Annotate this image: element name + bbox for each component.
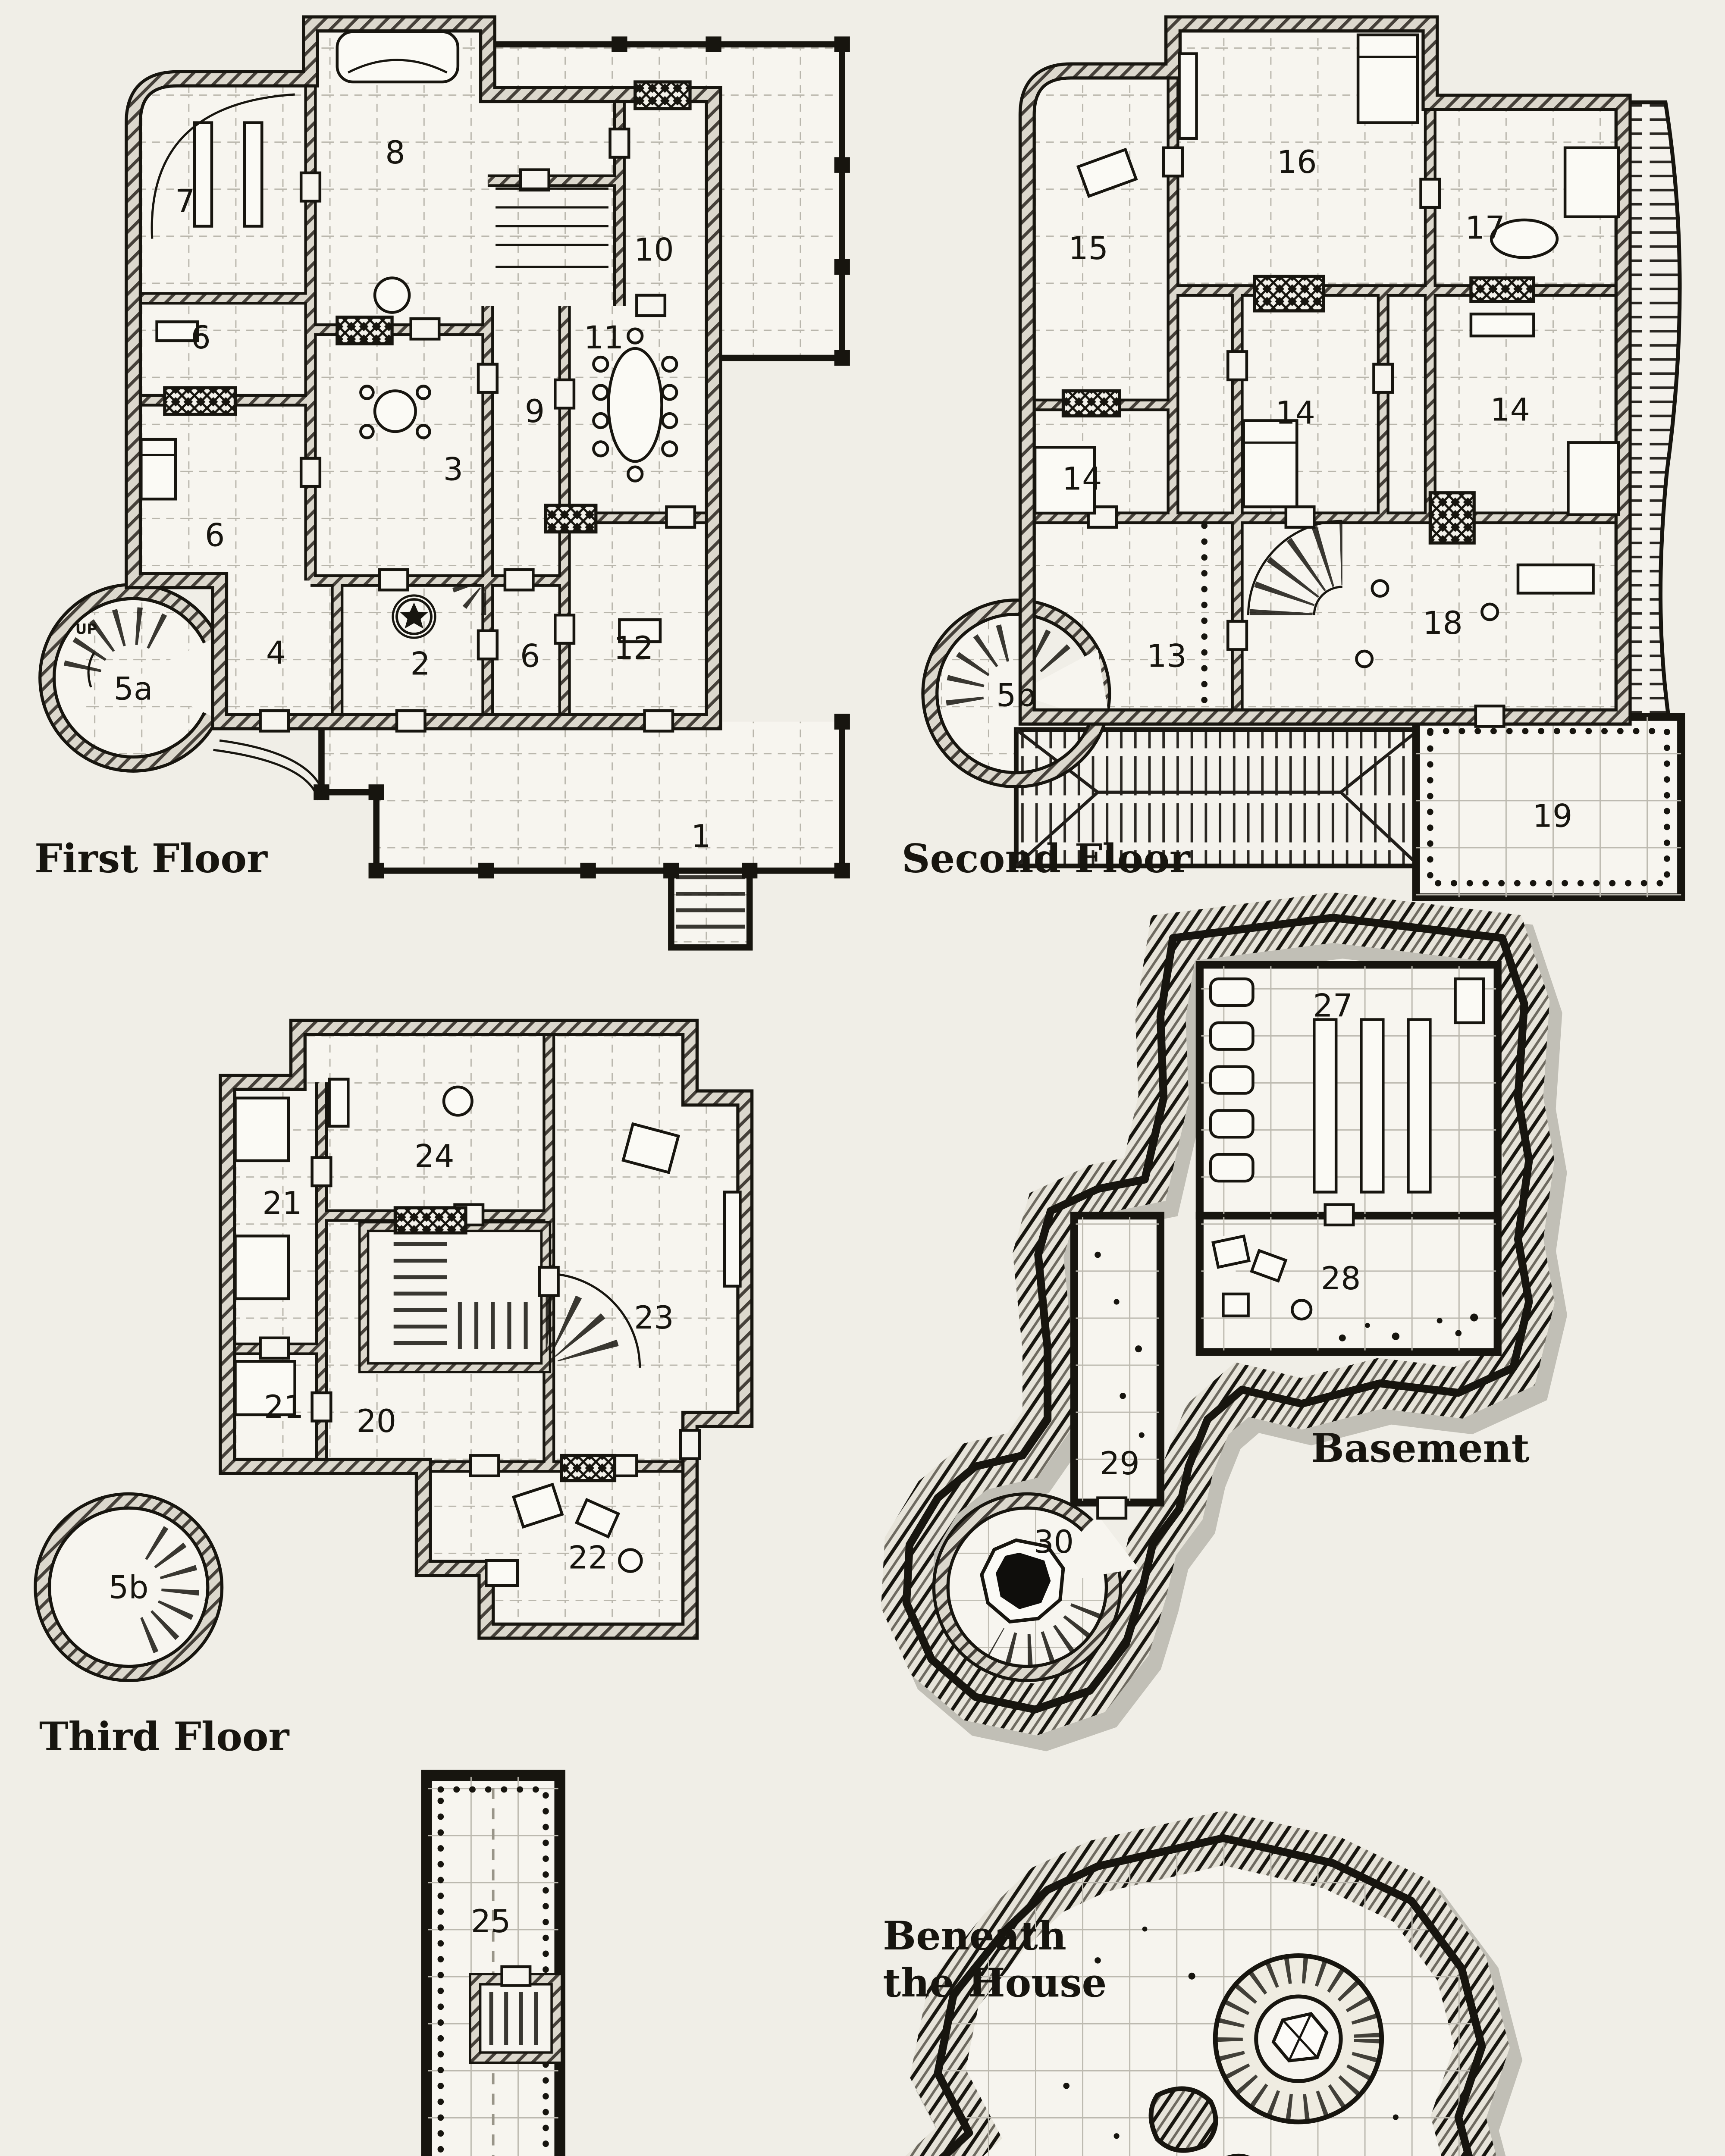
room-label-22: 22 — [568, 1539, 608, 1576]
room-label-30: 30 — [1034, 1524, 1074, 1561]
room-label-29: 29 — [1100, 1445, 1140, 1482]
first-floor-furniture — [140, 30, 678, 643]
room-label-18: 18 — [1423, 605, 1463, 642]
third-floor-title: Third Floor — [39, 1714, 290, 1760]
up-arrow — [87, 652, 95, 688]
tower-5b-third — [34, 1492, 224, 1682]
room-label-5b-third: 5b — [109, 1569, 148, 1606]
second-floor-title: Second Floor — [902, 836, 1191, 882]
room-label-6a: 6 — [191, 320, 210, 356]
room-label-2: 2 — [410, 646, 430, 683]
basement-doors — [1096, 1203, 1355, 1520]
rock-1 — [1148, 2086, 1218, 2153]
basement-rooms — [1070, 961, 1502, 1507]
widows-walk-plan: 25 Widow’s Walk — [421, 1770, 565, 2156]
tower-5b-stairs — [945, 623, 1078, 706]
room-label-3: 3 — [443, 451, 463, 488]
room-label-28: 28 — [1321, 1260, 1361, 1297]
tower-30-stairs — [988, 1603, 1101, 1666]
basement-furniture — [1209, 977, 1485, 1321]
second-floor-plan: 15 16 17 14 14 14 13 18 19 5b Second Flo… — [902, 0, 1685, 901]
roof-right-strip — [1621, 100, 1682, 719]
room-label-13: 13 — [1147, 638, 1187, 674]
room-label-4: 4 — [266, 635, 286, 671]
room-label-14-center: 14 — [1275, 395, 1315, 432]
room-label-10: 10 — [634, 232, 674, 269]
gallery-wall — [213, 739, 326, 801]
beneath-title-line1: Beneath — [883, 1913, 1066, 1959]
tower-5b-second — [921, 599, 1111, 789]
room-label-16: 16 — [1277, 144, 1317, 181]
third-floor-furniture — [234, 1078, 742, 1587]
room-label-20: 20 — [356, 1403, 396, 1440]
room-label-9: 9 — [525, 393, 545, 430]
room-label-17: 17 — [1465, 210, 1505, 247]
first-floor-doors — [259, 127, 696, 733]
tower-30 — [932, 1492, 1138, 1682]
porch-outline — [318, 41, 845, 951]
room-label-21-upper: 21 — [262, 1185, 302, 1222]
balcony-19 — [1412, 713, 1685, 901]
grand-staircase — [1201, 520, 1344, 717]
tower-5a — [38, 583, 229, 773]
room-label-6b: 6 — [205, 517, 225, 554]
first-floor-title: First Floor — [34, 836, 268, 882]
second-floor-furniture — [1033, 33, 1620, 668]
cave-features — [1063, 1926, 1399, 2156]
first-floor-fireplaces — [163, 80, 692, 534]
room-label-14-right: 14 — [1490, 392, 1531, 428]
room-label-12: 12 — [614, 630, 654, 667]
room-label-14-left: 14 — [1062, 461, 1102, 497]
room-label-24: 24 — [414, 1138, 455, 1175]
room-label-8: 8 — [385, 135, 405, 171]
third-floor-doors — [259, 1156, 701, 1477]
basement-plan: 27 28 29 30 Basement — [906, 918, 1538, 1722]
stair-hut — [469, 1965, 563, 2064]
room-label-19: 19 — [1533, 798, 1573, 834]
room-label-21-lower: 21 — [264, 1389, 304, 1426]
basement-title: Basement — [1311, 1426, 1530, 1471]
room-label-23: 23 — [634, 1300, 674, 1336]
room-label-1: 1 — [691, 818, 711, 855]
second-floor-fireplaces — [1061, 275, 1535, 545]
basement-rubble — [1095, 1251, 1478, 1438]
room-label-27: 27 — [1313, 987, 1353, 1024]
room-label-5a: 5a — [114, 671, 153, 708]
room-label-25: 25 — [471, 1903, 511, 1940]
room-label-11: 11 — [584, 320, 624, 356]
room-label-5b-second: 5b — [996, 677, 1036, 714]
room-label-6c: 6 — [520, 638, 540, 674]
pit-hole — [996, 1552, 1051, 1609]
up-label: UP — [75, 621, 97, 637]
room-label-15: 15 — [1068, 230, 1108, 267]
third-floor-fireplaces — [393, 1206, 617, 1482]
third-floor-plan: 24 23 21 21 20 22 5b Third Floor — [34, 1004, 768, 1760]
room-label-7: 7 — [175, 183, 195, 220]
tower-5a-opening — [133, 634, 223, 722]
beneath-title-line2: the House — [883, 1960, 1107, 2006]
